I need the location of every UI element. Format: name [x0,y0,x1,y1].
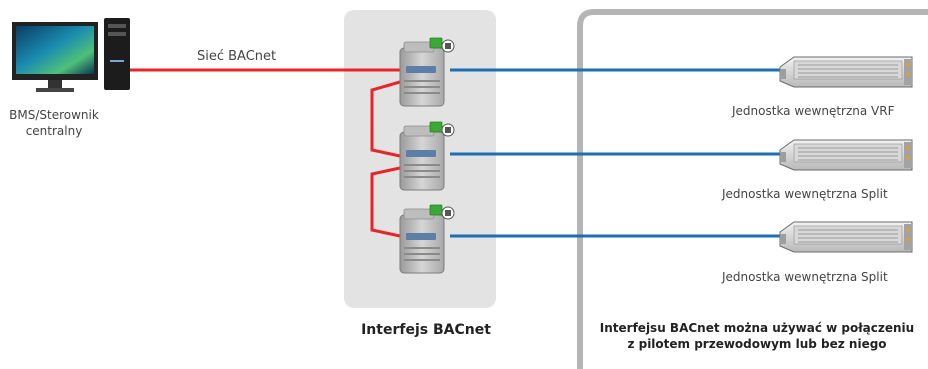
units-frame [577,9,928,369]
unit-label-split-2: Jednostka wewnętrzna Split [722,270,888,284]
note-line-1: Interfejsu BACnet można używać w połącze… [599,321,915,335]
network-label: Sieć BACnet [197,49,277,64]
desktop-computer-icon [12,18,130,92]
bms-label-line-2: centralny [25,124,83,138]
unit-label-vrf: Jednostka wewnętrzna VRF [732,104,895,118]
bacnet-lines [130,68,401,238]
indoor-unit-split-2 [779,221,913,253]
note-line-2: z pilotem przewodowym lub bez niego [627,337,887,351]
interface-label: Interfejs BACnet [361,322,491,338]
note-label: Interfejsu BACnet można używać w połącze… [587,320,927,352]
bms-label-line-1: BMS/Sterownik [9,108,99,122]
indoor-unit-vrf [779,56,913,88]
bms-label: BMS/Sterownik centralny [0,107,108,139]
unit-label-split-1: Jednostka wewnętrzna Split [722,187,888,201]
indoor-unit-split-1 [779,139,913,171]
unit-lines [450,68,780,238]
